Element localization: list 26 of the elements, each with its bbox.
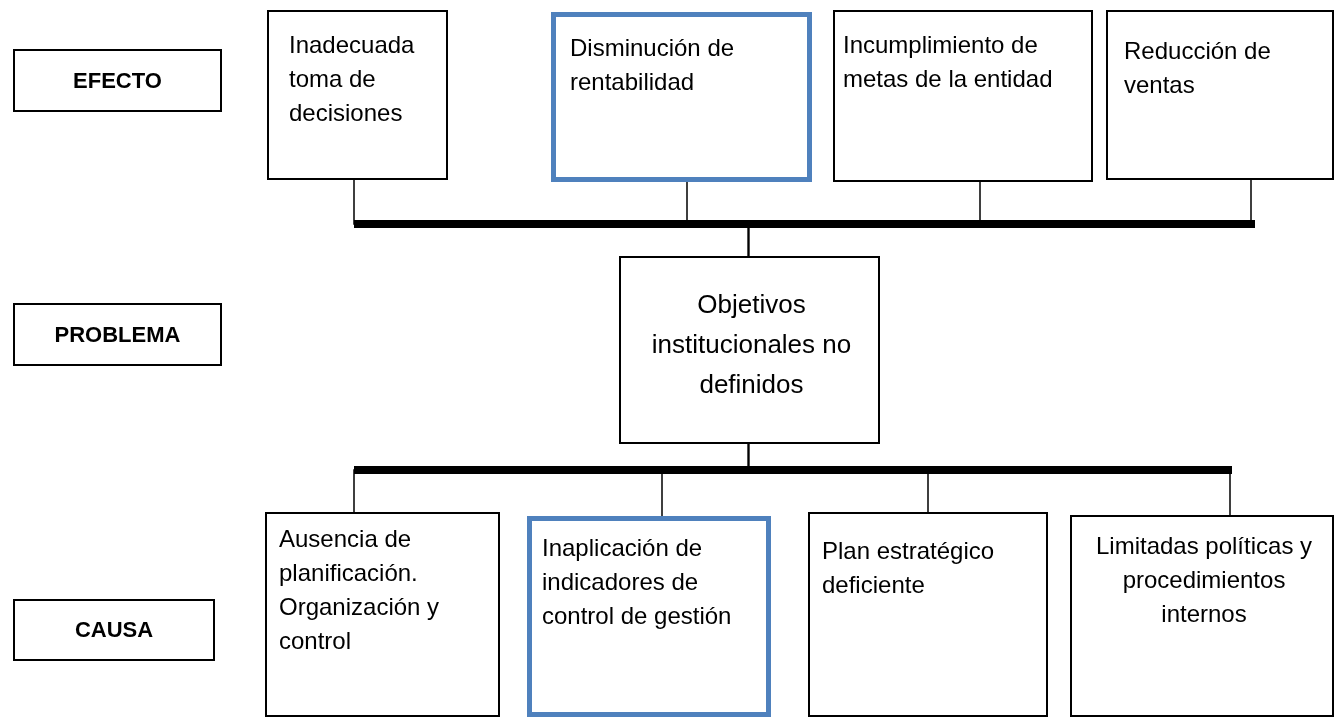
box-text: Objetivos institucionales no definidos <box>650 288 853 401</box>
highlighted-box <box>527 516 771 717</box>
row-label-box <box>13 599 215 661</box>
text-box <box>265 512 500 717</box>
text-box <box>619 256 880 444</box>
row-label: PROBLEMA <box>53 320 182 349</box>
box-text: Inaplicación de indicadores de control de gestión <box>542 533 733 631</box>
row-label-box <box>13 303 222 366</box>
box-text: Inadecuada toma de decisiones <box>289 30 416 128</box>
box-text: Plan estratégico deficiente <box>822 536 996 600</box>
box-text: Incumplimiento de metas de la entidad <box>843 30 1054 94</box>
text-box <box>833 10 1093 182</box>
text-box <box>808 512 1048 717</box>
text-box <box>1070 515 1334 717</box>
row-label-box <box>13 49 222 112</box>
row-label: EFECTO <box>72 66 163 95</box>
text-box <box>1106 10 1334 180</box>
box-text: Disminución de rentabilidad <box>570 33 736 97</box>
box-text: Reducción de ventas <box>1124 36 1272 100</box>
box-text: Ausencia de planificación. Organización y control <box>279 524 441 656</box>
connector-line <box>747 179 1252 257</box>
text-box <box>267 10 448 180</box>
highlighted-box <box>551 12 812 182</box>
box-text: Limitadas políticas y procedimientos internos <box>1094 531 1314 629</box>
row-label: CAUSA <box>73 616 155 644</box>
connector-line <box>747 443 1231 516</box>
